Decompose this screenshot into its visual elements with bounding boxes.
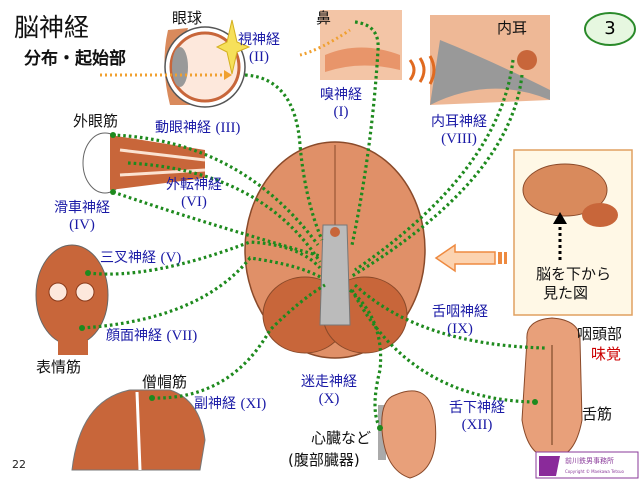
label-tongue-muscle: 舌筋 [582, 405, 613, 423]
extraocular-muscle-illustration [82, 132, 206, 194]
eyeball-illustration [100, 19, 251, 108]
nerve-line-vagus [348, 288, 383, 429]
nerve-line-glossopharyngeal [353, 283, 546, 350]
nerve-line-olfactory [350, 20, 380, 246]
nerve-number: (IX) [447, 321, 473, 337]
nerve-name: 顔面神経 [106, 328, 162, 344]
nerve-number: (III) [215, 120, 241, 136]
nerve-line-trigeminal [87, 240, 322, 276]
nerve-line-accessory [151, 283, 326, 400]
nerve-number: (VI) [181, 194, 207, 210]
label-trapezius: 僧帽筋 [142, 373, 188, 391]
nerve-line-vestibulocochlear-1 [354, 59, 515, 272]
nerve-label-vagus: 迷走神経(X) [301, 374, 357, 408]
logo: 前川鉄男事務所 Copyright © Maekawa Tetsuo [535, 451, 639, 479]
nerve-label-trochlear: 滑車神経(IV) [54, 200, 110, 234]
label-inner-ear: 内耳 [497, 19, 528, 37]
trapezius-illustration [71, 389, 206, 471]
nerve-number: (I) [333, 104, 349, 120]
nerve-line-facial [81, 256, 323, 330]
nerve-line-abducens [127, 161, 322, 263]
nerve-name: 嗅神経 [320, 87, 362, 103]
svg-text:Copyright © Maekawa Tetsuo: Copyright © Maekawa Tetsuo [565, 469, 625, 474]
label-eyeball: 眼球 [172, 9, 203, 27]
nerve-label-optic: 視神経(II) [238, 32, 280, 66]
nose-illustration [299, 10, 402, 80]
nerve-label-olfactory: 嗅神経(I) [320, 87, 362, 121]
nerve-line-trochlear [112, 190, 321, 258]
label-extraocular: 外眼筋 [73, 112, 119, 130]
nerve-number: (VII) [166, 328, 198, 344]
brain-illustration [244, 141, 426, 359]
nerve-label-vestibulocochlear: 内耳神経(VIII) [431, 114, 487, 148]
nerve-label-hypoglossal: 舌下神経(XII) [449, 400, 505, 434]
page-title: 脳神経 [14, 13, 90, 42]
label-heart: 心臓など [311, 429, 372, 447]
nerve-label-accessory: 副神経 (XI) [194, 396, 266, 413]
nerve-name: 外転神経 [166, 177, 222, 193]
nerve-label-abducens: 外転神経(VI) [166, 177, 222, 211]
nerve-name: 視神経 [238, 32, 280, 48]
nerve-number: (II) [249, 49, 269, 65]
left-arrow-icon [434, 243, 507, 273]
nerve-line-hypoglossal [350, 289, 536, 404]
label-taste: 味覚 [591, 345, 622, 363]
nerve-label-oculomotor: 動眼神経 (III) [155, 120, 240, 137]
face-muscle-illustration [35, 244, 109, 355]
nerve-number: (XI) [240, 396, 267, 412]
nerve-name: 舌咽神経 [432, 304, 488, 320]
page-subtitle: 分布・起始部 [24, 49, 126, 69]
nerve-name: 迷走神経 [301, 374, 357, 390]
nerve-number: (VIII) [441, 131, 477, 147]
nerve-number: (V) [160, 250, 182, 266]
page-number: 22 [12, 458, 26, 471]
nerve-label-glossopharyngeal: 舌咽神経(IX) [432, 304, 488, 338]
nerve-number: (IV) [69, 217, 95, 233]
nerve-label-facial: 顔面神経 (VII) [106, 328, 197, 345]
inner-ear-illustration [408, 15, 550, 105]
svg-text:前川鉄男事務所: 前川鉄男事務所 [565, 456, 614, 465]
nerve-number: (X) [318, 391, 340, 407]
label-nose: 鼻 [316, 9, 332, 27]
nerve-number: (XII) [461, 417, 493, 433]
nerve-name: 内耳神経 [431, 114, 487, 130]
nerve-label-trigeminal: 三叉神経 (V) [100, 250, 181, 267]
nerve-name: 滑車神経 [54, 200, 110, 216]
inset-box [513, 149, 633, 316]
heart-illustration [378, 390, 437, 479]
nerve-name: 三叉神経 [100, 250, 156, 266]
nerve-endpoints [79, 132, 538, 431]
label-abdominal-organs: (腹部臓器) [288, 451, 360, 469]
nerve-name: 舌下神経 [449, 400, 505, 416]
slide-badge: 3 [584, 12, 636, 46]
label-pharynx: 咽頭部 [577, 325, 623, 343]
inset-caption-2: 見た図 [543, 284, 589, 302]
nerve-name: 副神経 [194, 396, 236, 412]
nerve-name: 動眼神経 [155, 120, 211, 136]
inset-caption-1: 脳を下から [536, 265, 612, 283]
tongue-illustration [521, 317, 583, 459]
label-facial-muscles: 表情筋 [36, 358, 82, 376]
